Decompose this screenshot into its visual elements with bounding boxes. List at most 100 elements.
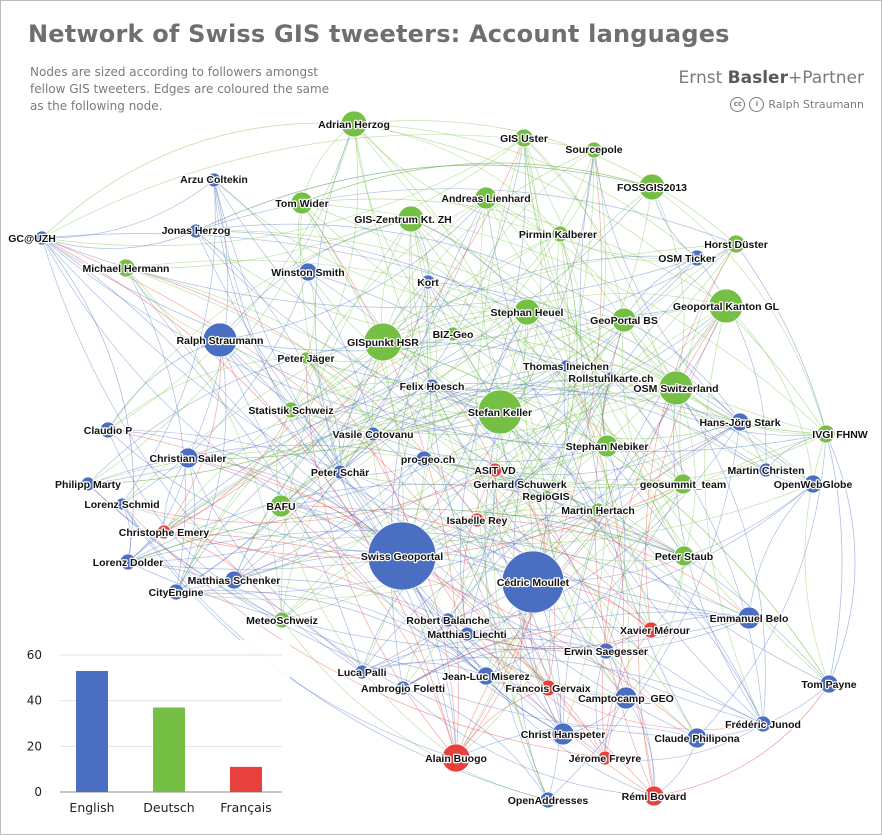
edge: [545, 377, 612, 497]
edge: [562, 305, 727, 735]
edge: [280, 505, 457, 759]
node-stephan-heuel: [513, 298, 541, 326]
node-label-claudio-p: Claudio P: [84, 425, 132, 437]
edge: [427, 281, 741, 423]
edge: [625, 555, 685, 699]
edge: [219, 339, 457, 759]
edge: [195, 223, 625, 321]
node-label-biz-geo: BIZ-Geo: [433, 329, 474, 341]
node-winston-smith: [298, 262, 318, 282]
edge: [121, 495, 547, 539]
edge: [280, 411, 501, 507]
edge: [579, 149, 698, 739]
bar-y-tick-label: 0: [34, 785, 42, 799]
edge: [466, 629, 652, 649]
edge: [41, 237, 608, 447]
node-pirmin-kalberer: [551, 225, 569, 243]
node-tom-payne: [819, 674, 839, 694]
edge: [163, 311, 528, 533]
edge: [545, 233, 578, 497]
node-label-luca-palli: Luca Palli: [337, 667, 386, 679]
node-label-remi-bovard: Rémi Bovard: [622, 791, 687, 803]
edge: [523, 137, 814, 485]
edge: [125, 259, 677, 389]
edge: [305, 357, 341, 473]
edge: [175, 339, 227, 593]
edge: [604, 629, 652, 759]
node-hans-jorg-stark: [730, 412, 750, 432]
edge: [545, 233, 578, 497]
node-label-openwebglobe: OpenWebGlobe: [774, 479, 853, 491]
edge: [353, 123, 698, 259]
node-label-christ-hanspeter: Christ Hanspeter: [521, 729, 606, 741]
node-label-stephan-heuel: Stephan Heuel: [491, 307, 564, 319]
edge: [410, 218, 684, 485]
node-label-peter-jager: Peter Jäger: [277, 353, 334, 365]
edge: [361, 662, 487, 677]
edge: [382, 341, 549, 689]
edge: [523, 137, 750, 619]
node-label-gc-uzh: GC@UZH: [8, 233, 56, 245]
node-regiogis: [539, 489, 553, 503]
node-label-michael-hermann: Michael Hermann: [83, 263, 170, 275]
edge: [485, 197, 767, 471]
edge: [41, 179, 215, 239]
edge: [195, 230, 501, 413]
edge: [559, 233, 607, 735]
edge: [280, 365, 567, 507]
edge: [219, 243, 737, 352]
edge: [559, 149, 595, 235]
node-xavier-merour: [642, 621, 660, 639]
edge: [653, 683, 830, 797]
edge: [87, 311, 528, 485]
node-christophe-emery: [156, 524, 172, 540]
node-horst-duster: [726, 234, 746, 254]
edge: [127, 508, 685, 563]
edge: [426, 281, 564, 735]
edge: [372, 305, 727, 435]
edge: [447, 469, 496, 621]
node-label-horst-duster: Horst Düster: [704, 239, 768, 251]
edge: [455, 724, 698, 759]
edge: [372, 365, 567, 435]
edge: [545, 495, 627, 699]
node-label-emmanuel-belo: Emmanuel Belo: [710, 613, 789, 625]
edge: [523, 137, 625, 321]
node-label-pro-geo-ch: pro-geo.ch: [401, 454, 455, 466]
node-label-geosummit-team: geosummit_team: [640, 479, 726, 491]
edge: [476, 478, 684, 521]
edge: [494, 433, 827, 485]
node-label-matthias-liechti: Matthias Liechti: [427, 629, 506, 641]
edge: [455, 149, 602, 759]
edge: [431, 377, 612, 399]
edge: [485, 197, 677, 389]
edge: [107, 357, 307, 431]
edge: [125, 267, 652, 631]
edge: [610, 377, 827, 436]
node-label-tom-wider: Tom Wider: [275, 198, 328, 210]
node-label-thomas-ineichen: Thomas Ineichen: [523, 361, 609, 373]
edge: [427, 281, 567, 367]
node-kort: [420, 274, 436, 290]
edge: [476, 514, 685, 557]
edge: [353, 123, 827, 435]
edge: [280, 505, 627, 699]
edge: [353, 123, 827, 435]
edge: [175, 483, 684, 600]
node-gis-zentrum-kt-zh: [397, 205, 425, 233]
edge: [494, 421, 741, 475]
node-label-arzu-coltekin: Arzu Coltekin: [180, 174, 248, 186]
edge: [280, 483, 814, 544]
node-label-gis-uster: GIS Uster: [500, 133, 548, 145]
edge: [382, 341, 830, 685]
edge: [452, 333, 551, 689]
node-label-claude-philipona: Claude Philipona: [654, 733, 739, 745]
edge: [301, 198, 727, 307]
edge: [213, 179, 606, 759]
node-robert-balanche: [440, 612, 456, 628]
node-michael-hermann: [116, 258, 136, 278]
edge: [87, 186, 653, 485]
edge: [41, 237, 363, 673]
edge: [41, 233, 741, 423]
node-label-geoportal-kanton-gl: Geoportal Kanton GL: [673, 301, 780, 313]
